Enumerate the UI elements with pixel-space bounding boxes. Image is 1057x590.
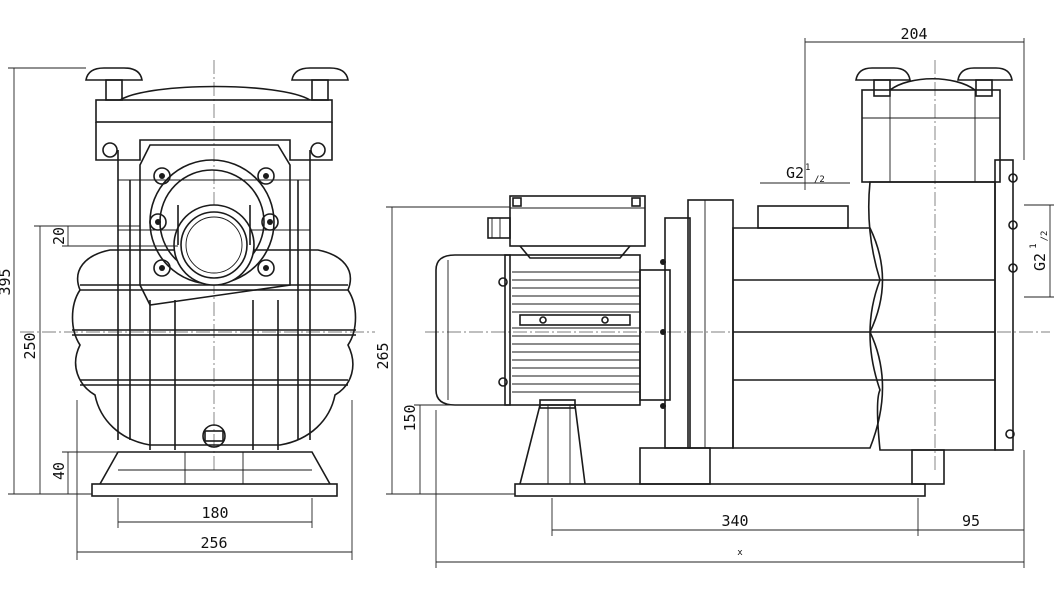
dim-side-340: 340 — [721, 512, 748, 530]
thread-side-port-sub: /2 — [1040, 231, 1050, 242]
dim-front-180: 180 — [201, 504, 228, 522]
dim-side-204: 204 — [900, 25, 927, 43]
side-knob-left — [855, 67, 911, 97]
motor-body — [504, 254, 641, 406]
side-motor-foot — [519, 404, 586, 485]
front-drain-plug — [202, 424, 226, 448]
side-knob-right — [957, 67, 1013, 97]
motor-flange — [664, 217, 691, 449]
front-base-plate — [91, 483, 338, 497]
thread-side-port: G2 — [1031, 253, 1049, 271]
front-dimensions — [8, 67, 353, 560]
dim-front-256: 256 — [200, 534, 227, 552]
dim-side-x: x — [737, 548, 743, 558]
strainer-housing — [868, 181, 996, 451]
front-view: 395 250 20 40 180 256 — [0, 60, 375, 560]
thread-top-port: G2 — [786, 164, 804, 182]
thread-side-port-sup: 1 — [1029, 243, 1039, 248]
dim-side-265: 265 — [374, 342, 392, 369]
front-flange-bolts — [149, 167, 279, 277]
dim-front-20: 20 — [50, 227, 68, 245]
side-outlet-flange — [994, 159, 1014, 451]
side-dimensions — [386, 38, 1054, 568]
front-base-foot — [99, 451, 331, 485]
motor-cooling-fins — [512, 271, 640, 393]
thread-top-port-sup: 1 — [805, 163, 810, 173]
discharge-boss — [757, 205, 849, 229]
front-knob-right — [291, 67, 349, 101]
dim-front-40: 40 — [50, 462, 68, 480]
dim-front-250: 250 — [21, 332, 39, 359]
dim-side-95: 95 — [962, 512, 980, 530]
front-mount-hole-right — [310, 142, 326, 158]
pump-seal-plate — [687, 199, 734, 449]
side-view: 204 G2 1 /2 G2 1 /2 265 150 340 95 x — [374, 25, 1054, 568]
front-mount-hole-left — [102, 142, 118, 158]
strainer-lid — [861, 89, 1001, 183]
dim-front-395: 395 — [0, 268, 14, 295]
front-inlet-flange — [139, 144, 291, 306]
terminal-box — [509, 195, 646, 247]
side-base-plate — [514, 483, 926, 497]
cable-gland — [487, 217, 511, 239]
front-volute-outline — [71, 249, 357, 446]
dim-side-150: 150 — [401, 404, 419, 431]
thread-top-port-sub: /2 — [814, 175, 825, 185]
front-knob-left — [85, 67, 143, 101]
front-lid — [95, 99, 333, 123]
pump-volute — [732, 227, 884, 449]
